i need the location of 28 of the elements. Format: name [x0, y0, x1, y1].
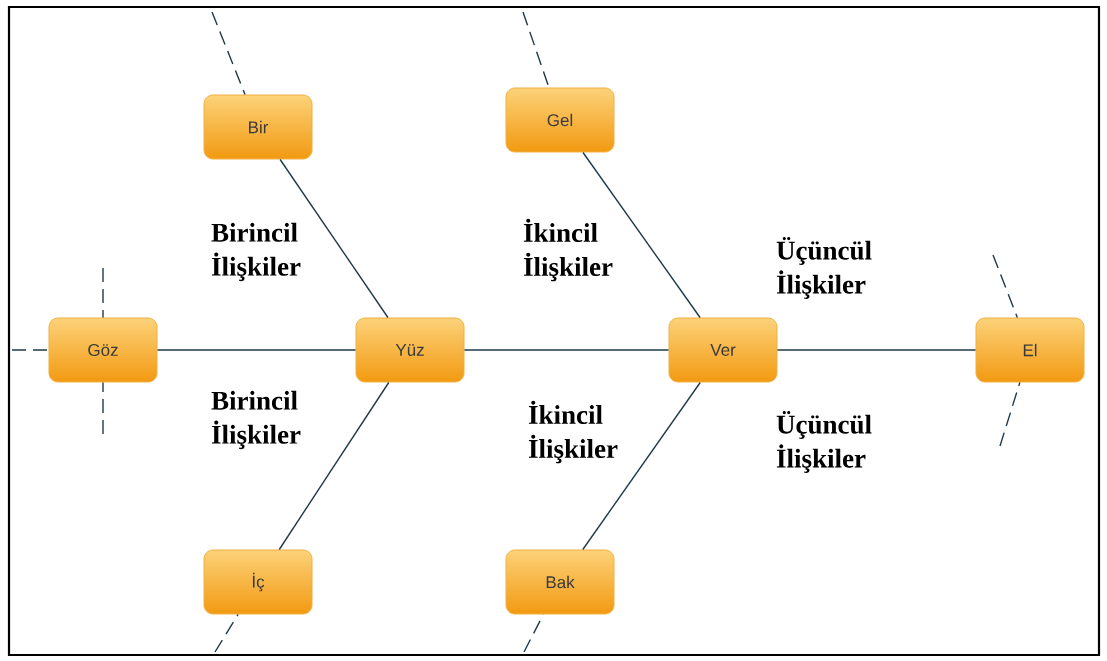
connector-line [582, 151, 701, 319]
term-box: Bir [203, 94, 313, 160]
relation-label: İkincil İlişkiler [528, 400, 618, 464]
connector-line [463, 349, 670, 351]
connector-line [992, 254, 1019, 319]
connector-line [102, 267, 104, 319]
connector-line [211, 11, 246, 96]
relation-label: İkincil İlişkiler [523, 218, 613, 282]
connector-line [214, 613, 239, 653]
connector-line [102, 381, 104, 435]
connector-line [279, 158, 389, 319]
term-box: Ver [668, 317, 778, 383]
connector-line [156, 349, 357, 351]
relation-label: Birincil İlişkiler [211, 222, 301, 282]
connector-line [278, 381, 390, 551]
term-box: Göz [48, 317, 158, 383]
term-box: Yüz [355, 317, 465, 383]
relation-label: Üçüncül İlişkiler [776, 411, 872, 473]
connector-line [776, 349, 977, 351]
term-box: İç [203, 549, 313, 615]
relation-label: Üçüncül İlişkiler [776, 237, 872, 299]
connector-line [999, 381, 1021, 447]
connector-line [11, 349, 50, 351]
term-box: Gel [505, 87, 615, 153]
connector-line [582, 381, 701, 551]
term-box: Bak [505, 549, 615, 615]
term-box: El [975, 317, 1085, 383]
relation-label: Birincil İlişkiler [211, 390, 301, 450]
